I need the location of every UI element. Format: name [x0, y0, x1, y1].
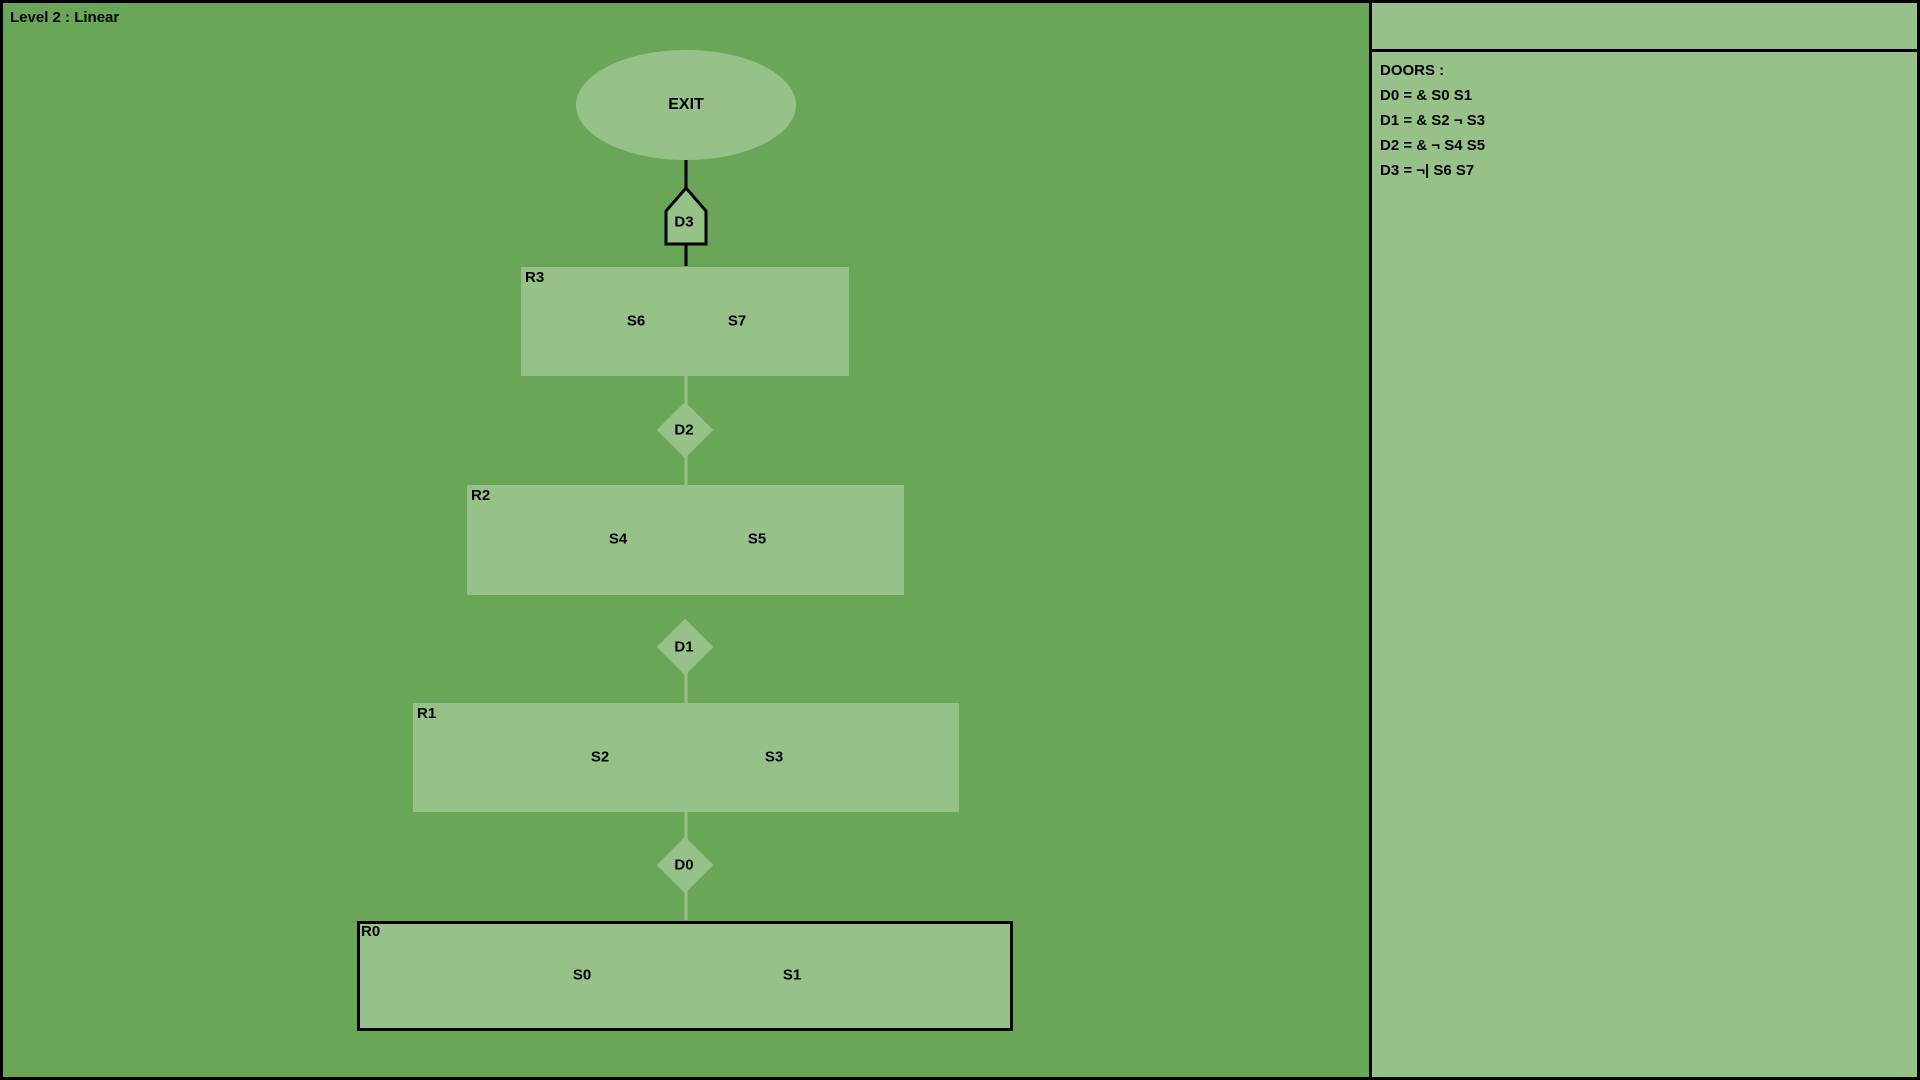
switch-s3[interactable]: S3 — [764, 748, 784, 766]
doors-heading: DOORS : — [1380, 62, 1445, 79]
switch-s1[interactable]: S1 — [782, 966, 802, 984]
exit-label: EXIT — [668, 96, 704, 113]
room-r3-label: R3 — [525, 269, 545, 286]
level-title: Level 2 : Linear — [10, 9, 120, 26]
room-r0-label: R0 — [361, 923, 381, 940]
door-formula-d1: D1 = & S2 ¬ S3 — [1380, 112, 1486, 129]
doors-panel: DOORS : D0 = & S0 S1 D1 = & S2 ¬ S3 D2 =… — [1380, 58, 1485, 183]
level-board: Level 2 : Linear EXIT D3 R3 S6 S7 D2 R2 … — [3, 3, 1369, 1077]
room-r3: R3 — [521, 267, 849, 376]
switch-s4[interactable]: S4 — [608, 530, 628, 548]
door-formula-d3: D3 = ¬| S6 S7 — [1380, 162, 1475, 179]
door-d3-label[interactable]: D3 — [674, 213, 694, 231]
exit-node[interactable]: EXIT — [576, 50, 796, 160]
room-r1: R1 — [413, 703, 959, 812]
room-r2: R2 — [467, 485, 904, 595]
sidebar-header — [1372, 3, 1917, 52]
panel-divider — [1369, 3, 1372, 1077]
switch-s0[interactable]: S0 — [572, 966, 592, 984]
room-r0: R0 — [357, 921, 1013, 1031]
info-sidebar: DOORS : D0 = & S0 S1 D1 = & S2 ¬ S3 D2 =… — [1372, 3, 1917, 1077]
room-r2-label: R2 — [471, 487, 491, 504]
door-formula-d2: D2 = & ¬ S4 S5 — [1380, 137, 1486, 154]
switch-s6[interactable]: S6 — [626, 312, 646, 330]
door-d3-shape — [664, 185, 708, 246]
switch-s2[interactable]: S2 — [590, 748, 610, 766]
switch-s7[interactable]: S7 — [727, 312, 747, 330]
switch-s5[interactable]: S5 — [747, 530, 767, 548]
door-formula-d0: D0 = & S0 S1 — [1380, 87, 1473, 104]
room-r1-label: R1 — [417, 705, 437, 722]
